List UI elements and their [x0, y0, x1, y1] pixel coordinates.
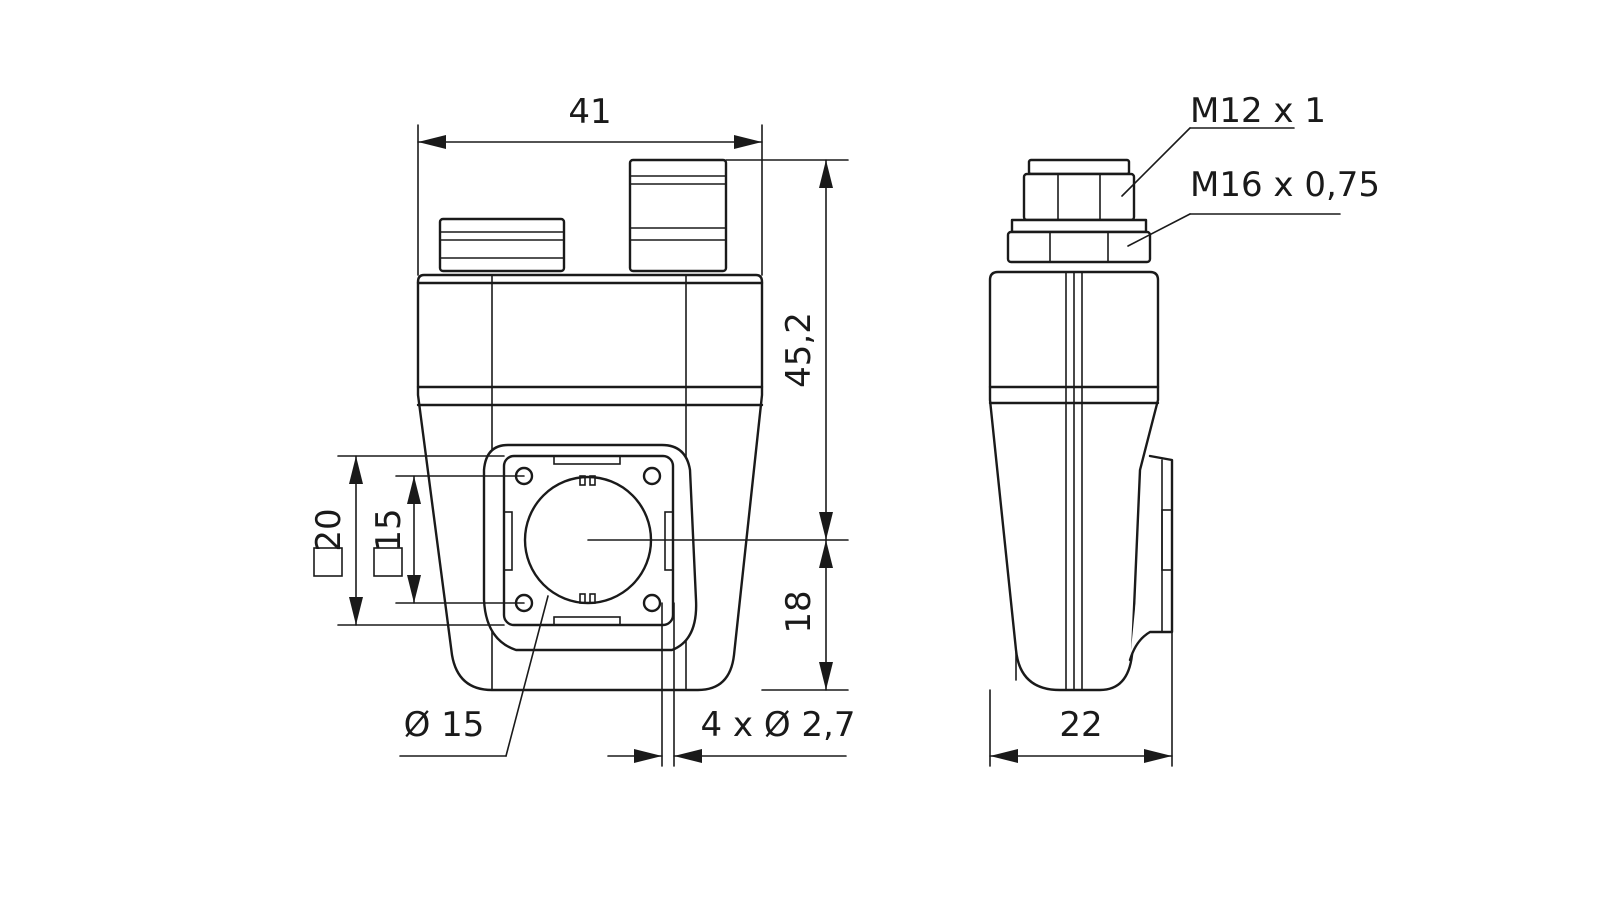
dim-width-22: 22 — [989, 631, 1173, 767]
dim-square-inner-label: 15 — [369, 508, 409, 551]
front-view — [416, 158, 764, 692]
dim-height-label: 45,2 — [779, 312, 819, 388]
dim-width-label: 41 — [568, 92, 611, 132]
thread-lower-label: M16 x 0,75 — [1190, 165, 1380, 205]
dim-square-15: 15 — [369, 475, 525, 604]
dim-holes-label: 4 x Ø 2,7 — [700, 705, 855, 745]
dim-square-outer-label: 20 — [309, 508, 349, 551]
dim-square-20: 20 — [309, 455, 505, 626]
side-lower-nut — [1006, 218, 1152, 264]
dim-lower-label: 18 — [779, 590, 819, 633]
mount-hole-tr — [642, 466, 662, 486]
front-left-connector — [438, 217, 566, 273]
dim-width-41: 41 — [417, 92, 763, 276]
side-upper-nut — [1022, 158, 1136, 222]
thread-callout-upper: M12 x 1 — [1121, 91, 1326, 197]
dim-side-width-label: 22 — [1059, 705, 1102, 745]
dim-diameter-15: Ø 15 — [399, 595, 549, 757]
dim-height-18: 18 — [761, 539, 849, 691]
thread-upper-label: M12 x 1 — [1190, 91, 1326, 131]
dim-height-452: 45,2 — [725, 159, 849, 541]
side-view — [988, 158, 1174, 692]
thread-callout-lower: M16 x 0,75 — [1127, 165, 1380, 247]
dim-holes: 4 x Ø 2,7 — [607, 602, 856, 767]
dim-diameter-label: Ø 15 — [404, 705, 485, 745]
front-right-connector — [628, 158, 728, 273]
mount-hole-br — [642, 593, 662, 613]
